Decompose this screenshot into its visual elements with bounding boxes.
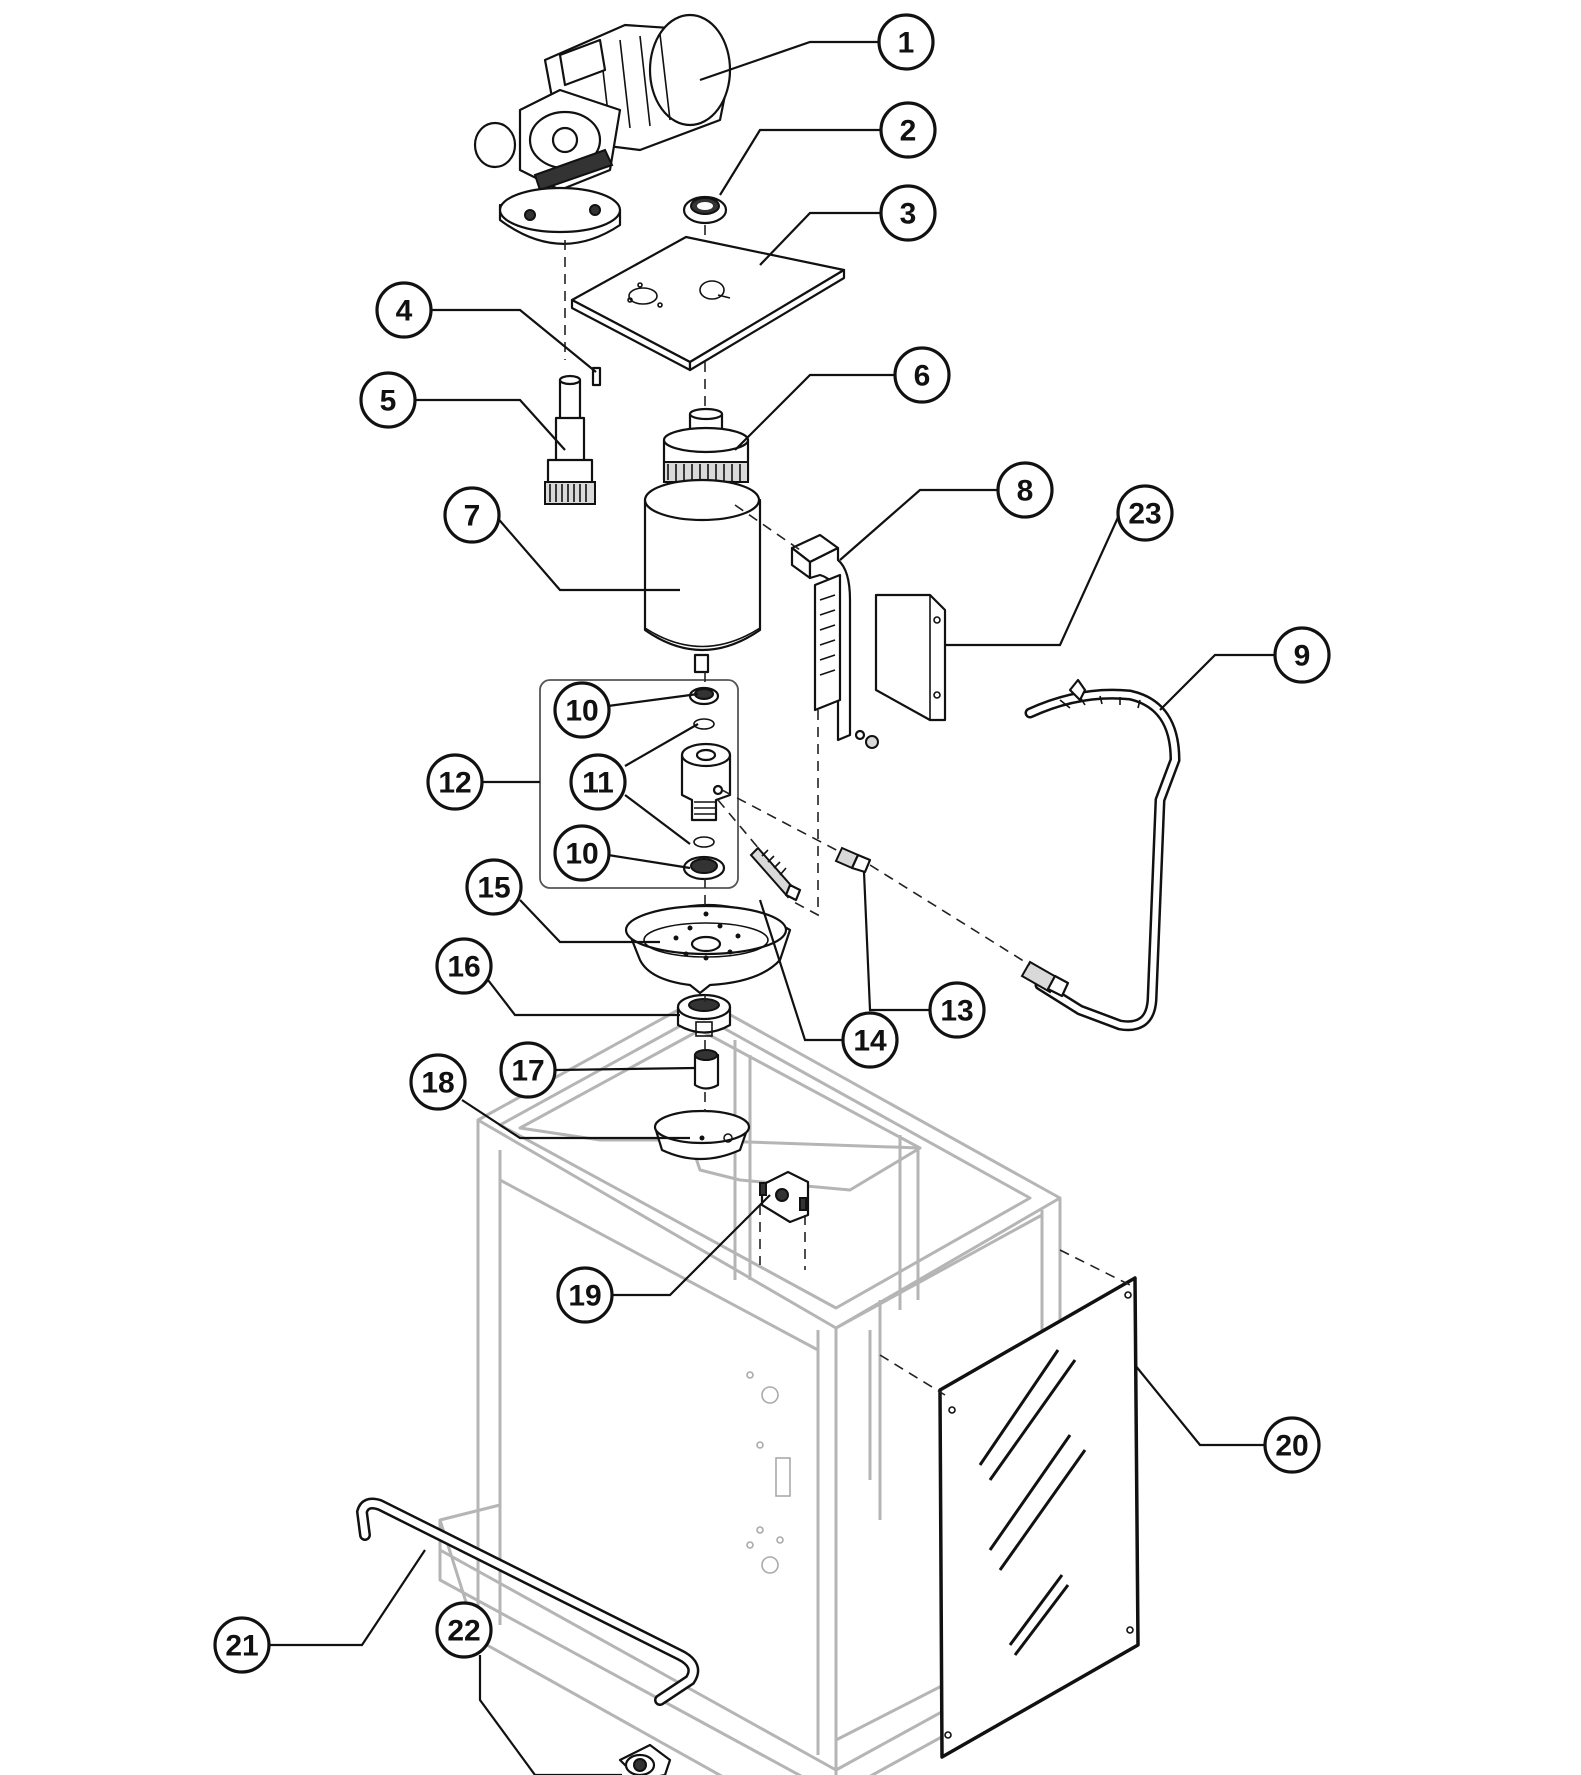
balloon-3: 3 [879, 184, 937, 242]
balloon-14: 14 [841, 1011, 899, 1069]
leader-lines [268, 40, 1275, 1775]
shaft-part-5 [544, 374, 596, 505]
balloon-11: 11 [569, 753, 627, 811]
screw-part-14 [749, 846, 802, 902]
svg-text:10: 10 [565, 838, 598, 871]
svg-text:22: 22 [447, 1615, 480, 1648]
top-plate-part-3 [570, 235, 846, 372]
svg-text:17: 17 [511, 1055, 544, 1088]
assembly-lines [564, 225, 1131, 1396]
motor-part-1 [473, 13, 732, 245]
svg-text:5: 5 [380, 385, 397, 418]
balloon-6: 6 [893, 346, 951, 404]
pipe-part-9 [1020, 678, 1181, 1032]
balloon-13: 13 [928, 981, 986, 1039]
key-part-4 [591, 366, 602, 387]
svg-text:10: 10 [565, 695, 598, 728]
svg-text:7: 7 [464, 500, 481, 533]
balloon-9: 9 [1273, 626, 1331, 684]
glass-panel-part-20 [938, 1276, 1140, 1759]
balloon-7: 7 [443, 486, 501, 544]
bowl-part-15 [624, 903, 792, 995]
balloon-17: 17 [499, 1041, 557, 1099]
svg-text:8: 8 [1017, 475, 1034, 508]
svg-text:20: 20 [1275, 1430, 1308, 1463]
svg-text:6: 6 [914, 360, 931, 393]
cup-part-18 [653, 1109, 751, 1161]
balloon-10-upper: 10 [553, 681, 611, 739]
svg-text:11: 11 [582, 767, 614, 800]
svg-text:3: 3 [900, 198, 917, 231]
svg-text:16: 16 [447, 951, 480, 984]
balloon-1: 1 [877, 13, 935, 71]
svg-text:2: 2 [900, 115, 917, 148]
balloon-8: 8 [996, 461, 1054, 519]
bearing-part-2 [682, 195, 728, 225]
sleeve-part-17 [693, 1049, 720, 1090]
balloon-12: 12 [426, 753, 484, 811]
svg-text:23: 23 [1128, 498, 1161, 531]
balloon-21: 21 [213, 1616, 271, 1674]
balloon-23: 23 [1116, 484, 1174, 542]
balloon-18: 18 [409, 1053, 467, 1111]
balloon-10-lower: 10 [553, 824, 611, 882]
svg-text:21: 21 [225, 1630, 258, 1663]
nut-part-16 [676, 993, 732, 1037]
balloon-22: 22 [435, 1601, 493, 1659]
fitting-part-13 [834, 846, 872, 874]
svg-text:18: 18 [421, 1067, 454, 1100]
valve-part-22 [618, 1743, 672, 1775]
balloon-5: 5 [359, 371, 417, 429]
guard-plate-part-23 [874, 593, 947, 722]
svg-text:13: 13 [940, 995, 973, 1028]
svg-text:15: 15 [477, 872, 510, 905]
balloon-labels: 1 2 3 4 5 6 7 8 23 9 10 11 12 10 15 16 1… [213, 13, 1331, 1674]
svg-text:19: 19 [568, 1280, 601, 1313]
svg-text:12: 12 [438, 767, 471, 800]
balloon-4: 4 [375, 281, 433, 339]
housing-part-7 [643, 478, 762, 674]
balloon-16: 16 [435, 937, 493, 995]
svg-text:9: 9 [1294, 640, 1311, 673]
balloon-2: 2 [879, 101, 937, 159]
svg-text:1: 1 [898, 27, 915, 60]
balloon-15: 15 [465, 858, 523, 916]
handle-rod-part-21 [355, 1497, 700, 1706]
svg-text:4: 4 [396, 295, 413, 328]
svg-text:14: 14 [853, 1025, 887, 1058]
balloon-20: 20 [1263, 1416, 1321, 1474]
balloon-19: 19 [556, 1266, 614, 1324]
switch-part-19 [759, 1170, 810, 1224]
bracket-part-8 [790, 533, 879, 749]
